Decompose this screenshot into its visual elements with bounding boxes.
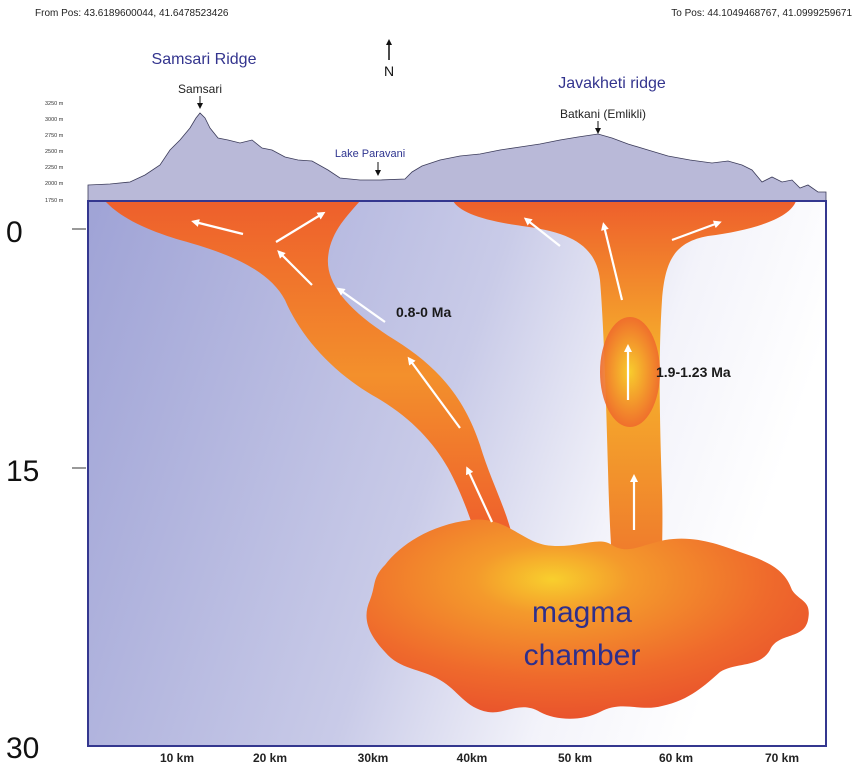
elevation-tick: 2000 m bbox=[45, 181, 64, 187]
depth-axis: 0 15 30 bbox=[6, 216, 86, 765]
distance-tick-label: 40km bbox=[457, 751, 488, 765]
elevation-tick: 1750 m bbox=[45, 198, 64, 204]
north-label: N bbox=[384, 63, 394, 79]
distance-tick-label: 60 km bbox=[659, 751, 693, 765]
flow-arrow-icon bbox=[407, 356, 461, 429]
elevation-profile bbox=[87, 112, 827, 202]
distance-tick-label: 30km bbox=[358, 751, 389, 765]
north-arrow: N bbox=[384, 39, 394, 79]
flow-arrow-icon bbox=[466, 466, 493, 523]
flow-arrow-icon bbox=[275, 211, 326, 243]
distance-tick-label: 70 km bbox=[765, 751, 799, 765]
depth-tick-label: 30 bbox=[6, 732, 39, 765]
flow-arrow-icon bbox=[191, 219, 244, 236]
distance-axis: 10 km 20 km 30km 40km 50 km 60 km 70 km bbox=[160, 751, 799, 765]
elevation-tick: 2250 m bbox=[45, 165, 64, 171]
left-magma-conduit bbox=[105, 201, 515, 550]
samsari-peak-label: Samsari bbox=[178, 82, 222, 96]
javakheti-ridge-label: Javakheti ridge bbox=[558, 75, 666, 92]
batkani-peak-label: Batkani (Emlikli) bbox=[560, 107, 646, 121]
flow-arrow-icon bbox=[523, 217, 561, 247]
right-conduit-hotspot bbox=[600, 317, 660, 427]
to-position-label: To Pos: 44.1049468767, 41.0999259671 bbox=[671, 8, 852, 19]
flow-arrow-icon bbox=[671, 220, 722, 242]
flow-arrow-icon bbox=[277, 250, 313, 286]
from-position-label: From Pos: 43.6189600044, 41.6478523426 bbox=[35, 8, 229, 19]
flow-arrows bbox=[191, 211, 722, 530]
distance-tick-label: 20 km bbox=[253, 751, 287, 765]
magma-chamber bbox=[366, 519, 809, 719]
magma-chamber-label-line2: chamber bbox=[524, 639, 641, 672]
distance-tick-label: 50 km bbox=[558, 751, 592, 765]
section-frame bbox=[87, 200, 827, 747]
elevation-tick: 3000 m bbox=[45, 117, 64, 123]
elevation-tick: 3250 m bbox=[45, 101, 64, 107]
flow-arrow-icon bbox=[336, 287, 386, 323]
elevation-tick: 2500 m bbox=[45, 149, 64, 155]
samsari-ridge-label: Samsari Ridge bbox=[152, 51, 257, 68]
lake-paravani-label: Lake Paravani bbox=[335, 148, 405, 160]
right-conduit-age-label: 1.9-1.23 Ma bbox=[656, 364, 731, 380]
elevation-tick: 2750 m bbox=[45, 133, 64, 139]
flow-arrow-icon bbox=[601, 222, 624, 301]
left-conduit-age-label: 0.8-0 Ma bbox=[396, 304, 451, 320]
depth-tick-label: 15 bbox=[6, 455, 39, 488]
depth-tick-label: 0 bbox=[6, 216, 23, 249]
elevation-axis: 3250 m 3000 m 2750 m 2500 m 2250 m 2000 … bbox=[45, 101, 64, 204]
distance-tick-label: 10 km bbox=[160, 751, 194, 765]
magma-chamber-label-line1: magma bbox=[532, 596, 632, 629]
